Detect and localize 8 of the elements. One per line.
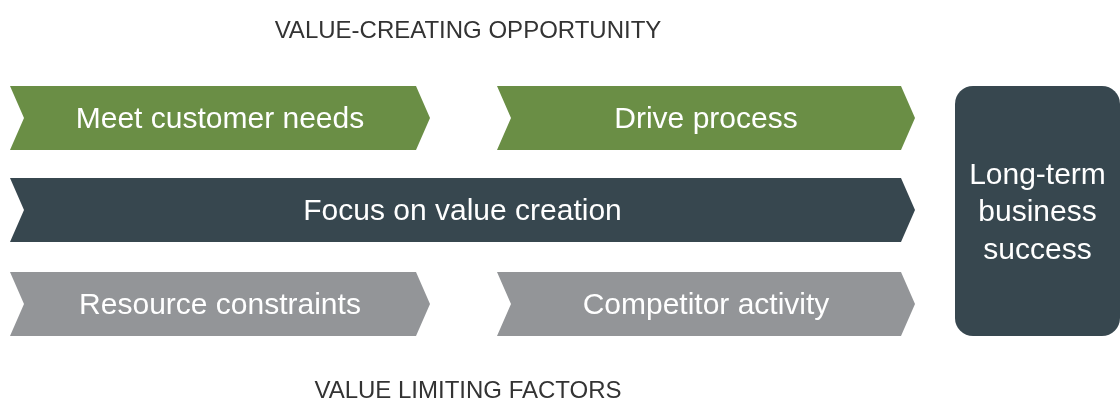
node-label: Meet customer needs (75, 100, 365, 137)
node-label: Drive process (614, 100, 798, 137)
section-heading: VALUE-CREATING OPPORTUNITY (274, 16, 662, 44)
node-label: Resource constraints (79, 286, 361, 323)
node-label: Long-term business success (968, 155, 1107, 267)
node-label: Competitor activity (582, 286, 830, 323)
node-label: Focus on value creation (303, 192, 622, 229)
section-heading: VALUE LIMITING FACTORS (314, 376, 622, 403)
